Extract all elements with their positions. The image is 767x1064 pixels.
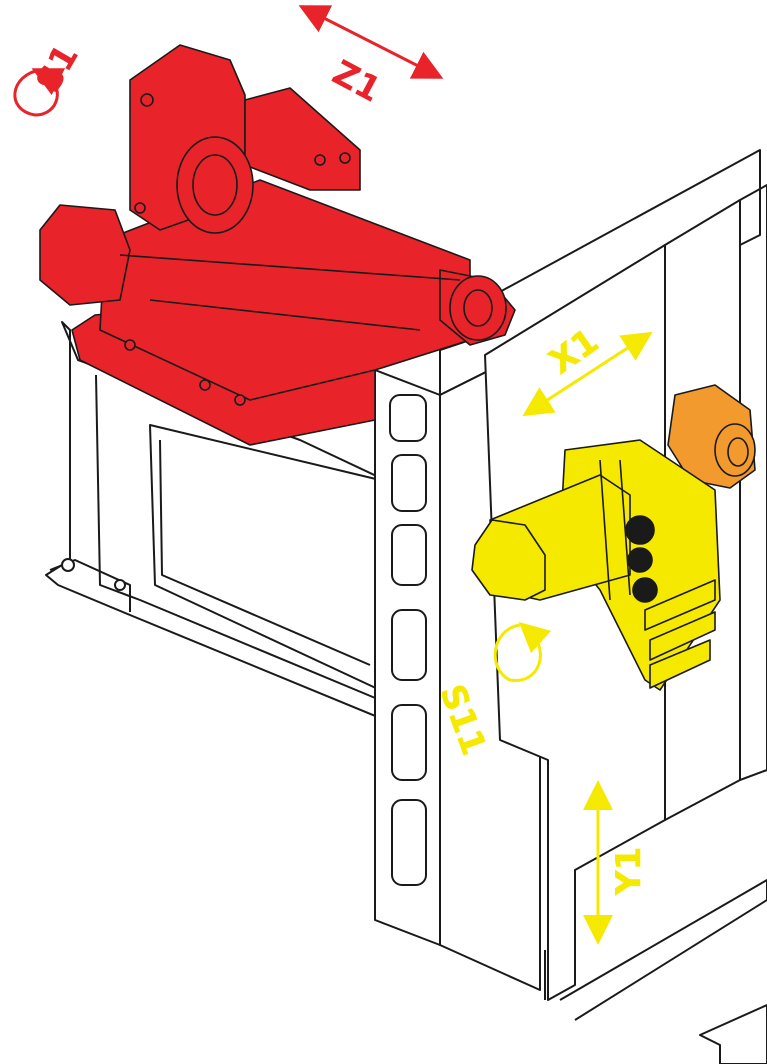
base-bed-inner (95, 374, 381, 701)
turret-cap (471, 519, 546, 601)
bolt (134, 202, 146, 214)
axis-y1: Y1 (583, 780, 649, 945)
axis-s1: S1 (13, 38, 87, 117)
column-slot (391, 704, 427, 781)
spindle-seam (119, 254, 461, 281)
spindle-rail (244, 87, 361, 191)
spindle-housing (99, 179, 471, 401)
turret-seam (599, 459, 611, 601)
right-column-edge (739, 184, 767, 781)
bolt (234, 394, 246, 406)
tool-turret (471, 384, 756, 691)
turret-disc (632, 577, 658, 603)
column-slot (391, 799, 427, 886)
z1-arrow (298, 5, 444, 79)
x1-arrow (522, 331, 653, 417)
turret-drive-hub (727, 437, 749, 467)
lower-base (559, 879, 767, 1021)
column-slot (389, 394, 427, 442)
spindle-motor (39, 204, 131, 306)
bolt (199, 379, 211, 391)
bolt (124, 339, 136, 351)
s11-rotation-arc (493, 621, 552, 682)
column-slot (391, 454, 427, 512)
turret-disc (625, 515, 655, 545)
s1-rotation-arc (13, 68, 66, 117)
bolt (140, 93, 154, 107)
main-spindle (39, 44, 516, 446)
axis-z1: Z1 (298, 5, 444, 111)
column-slot (391, 609, 427, 681)
tool-holder (644, 579, 716, 631)
tool-holder (649, 639, 711, 689)
bolt (114, 579, 126, 591)
turret-seam (619, 459, 631, 596)
base-window-inner (159, 439, 371, 666)
bolt (339, 152, 351, 164)
spindle-bore (463, 289, 493, 327)
spindle-seam (149, 299, 421, 331)
s1-label: S1 (28, 38, 87, 100)
spindle-drum-inner (192, 154, 238, 216)
bolt (61, 558, 75, 572)
z1-label: Z1 (326, 53, 387, 111)
bolt (314, 154, 326, 166)
tool-holder (649, 611, 716, 661)
y1-label: Y1 (609, 847, 649, 896)
turret-disc (627, 547, 653, 573)
column-slot (391, 524, 427, 586)
lower-block (699, 1004, 767, 1064)
